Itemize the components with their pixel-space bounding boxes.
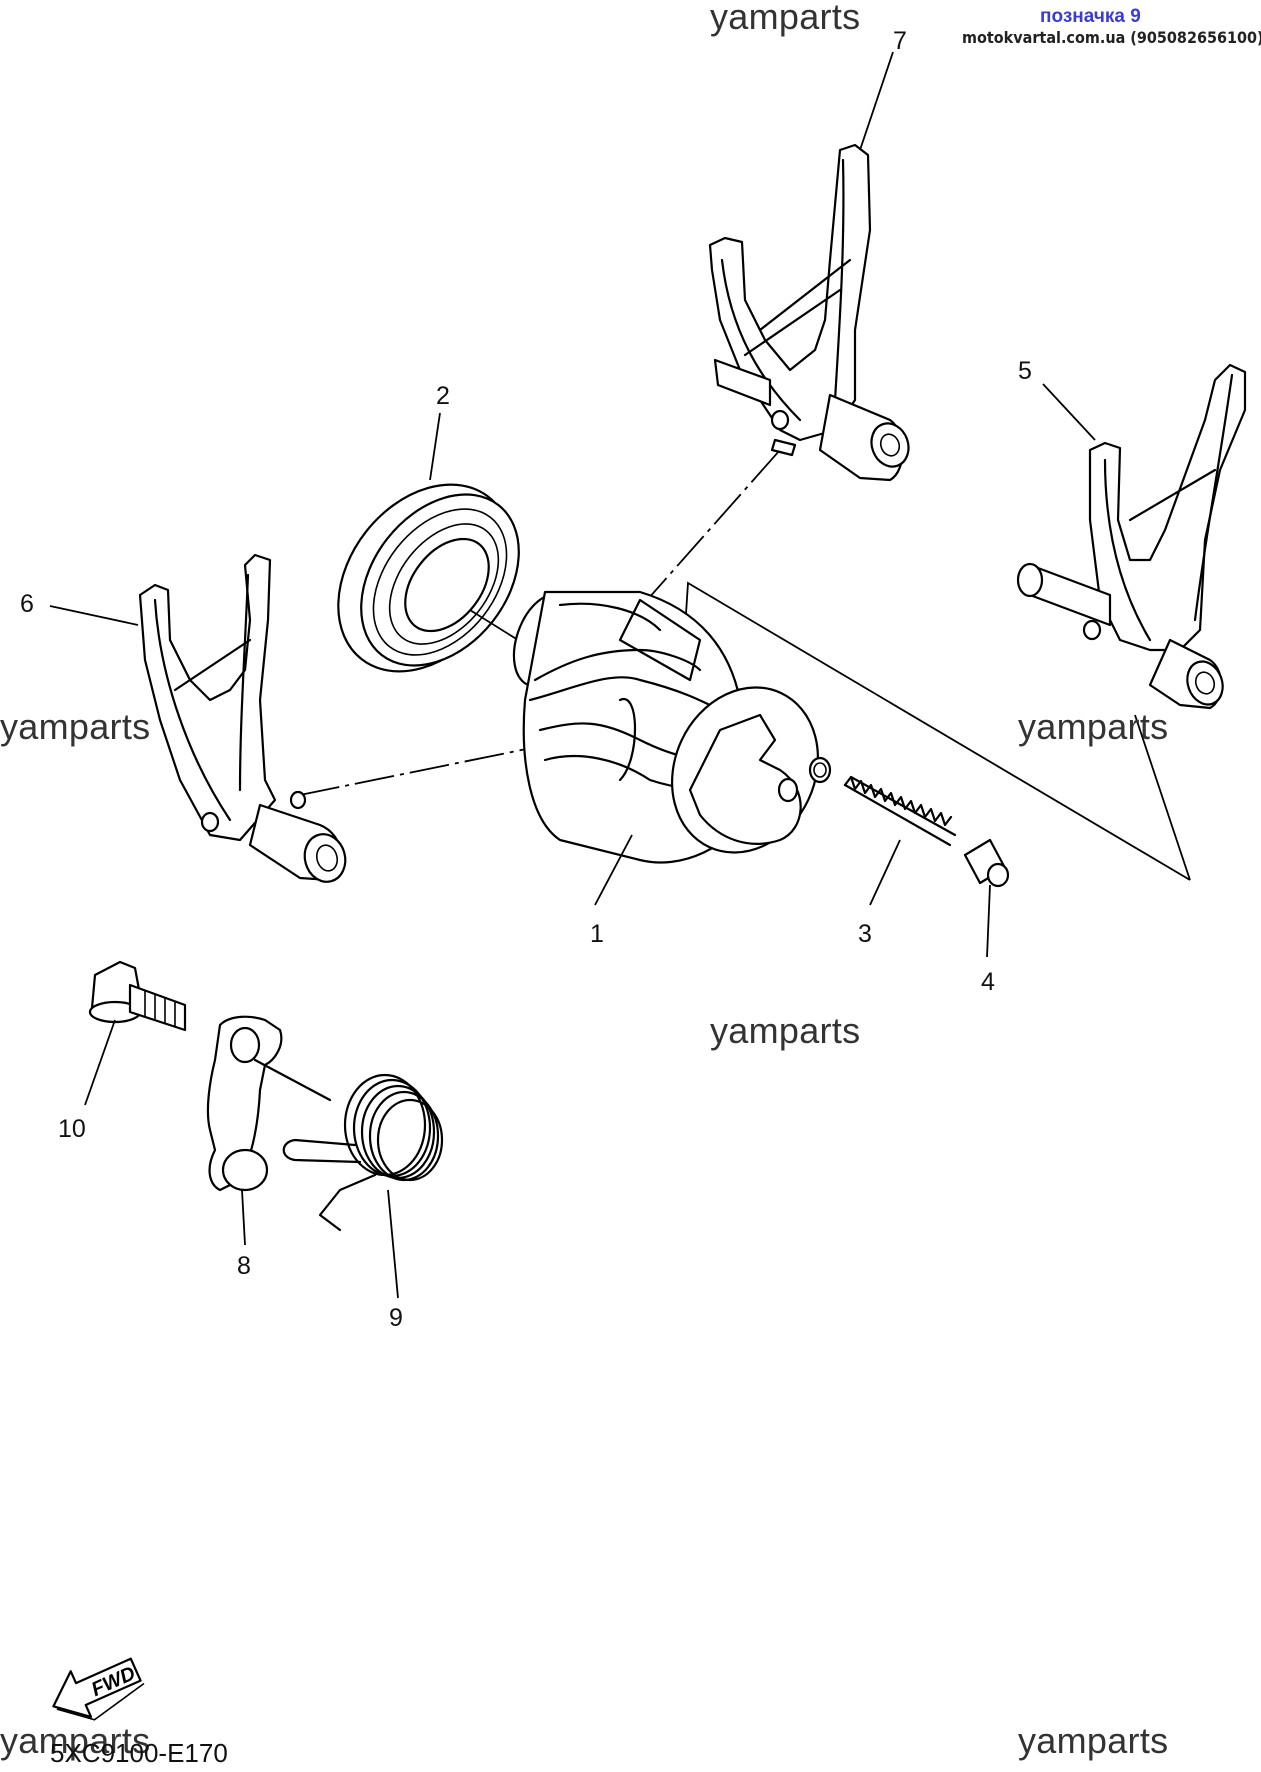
watermark: yamparts bbox=[1018, 1720, 1169, 1761]
watermark: yamparts bbox=[0, 1720, 151, 1761]
shift-fork-right bbox=[1016, 363, 1247, 710]
callout-3: 3 bbox=[858, 920, 872, 948]
callout-4: 4 bbox=[981, 968, 995, 996]
watermark: yamparts bbox=[1018, 706, 1169, 747]
diagram-code: 5XC9100-E170 bbox=[50, 1738, 228, 1768]
callout-8: 8 bbox=[237, 1252, 251, 1280]
callout-6: 6 bbox=[20, 590, 34, 618]
detent-pin bbox=[963, 838, 1010, 888]
shift-fork-top bbox=[708, 143, 910, 482]
torsion-spring bbox=[282, 1073, 444, 1232]
callout-7: 7 bbox=[893, 27, 907, 55]
compression-spring bbox=[843, 775, 957, 847]
callout-9: 9 bbox=[389, 1304, 403, 1332]
shift-fork-left bbox=[138, 553, 347, 883]
watermark: yamparts bbox=[710, 1010, 861, 1051]
shop-contact-line: motokvartal.com.ua (905082656100) bbox=[962, 28, 1261, 47]
leader-lines bbox=[49, 51, 1096, 1299]
watermark: yamparts bbox=[710, 0, 861, 37]
page-tag: позначка 9 bbox=[1040, 6, 1141, 27]
watermark: yamparts bbox=[0, 706, 151, 747]
callout-1: 1 bbox=[590, 920, 604, 948]
shift-drum bbox=[512, 590, 832, 864]
bearing bbox=[337, 483, 520, 673]
stopper-lever bbox=[206, 1015, 332, 1192]
callout-5: 5 bbox=[1018, 357, 1032, 385]
callout-2: 2 bbox=[436, 382, 450, 410]
callout-10: 10 bbox=[58, 1115, 86, 1143]
flange-bolt bbox=[88, 960, 187, 1032]
